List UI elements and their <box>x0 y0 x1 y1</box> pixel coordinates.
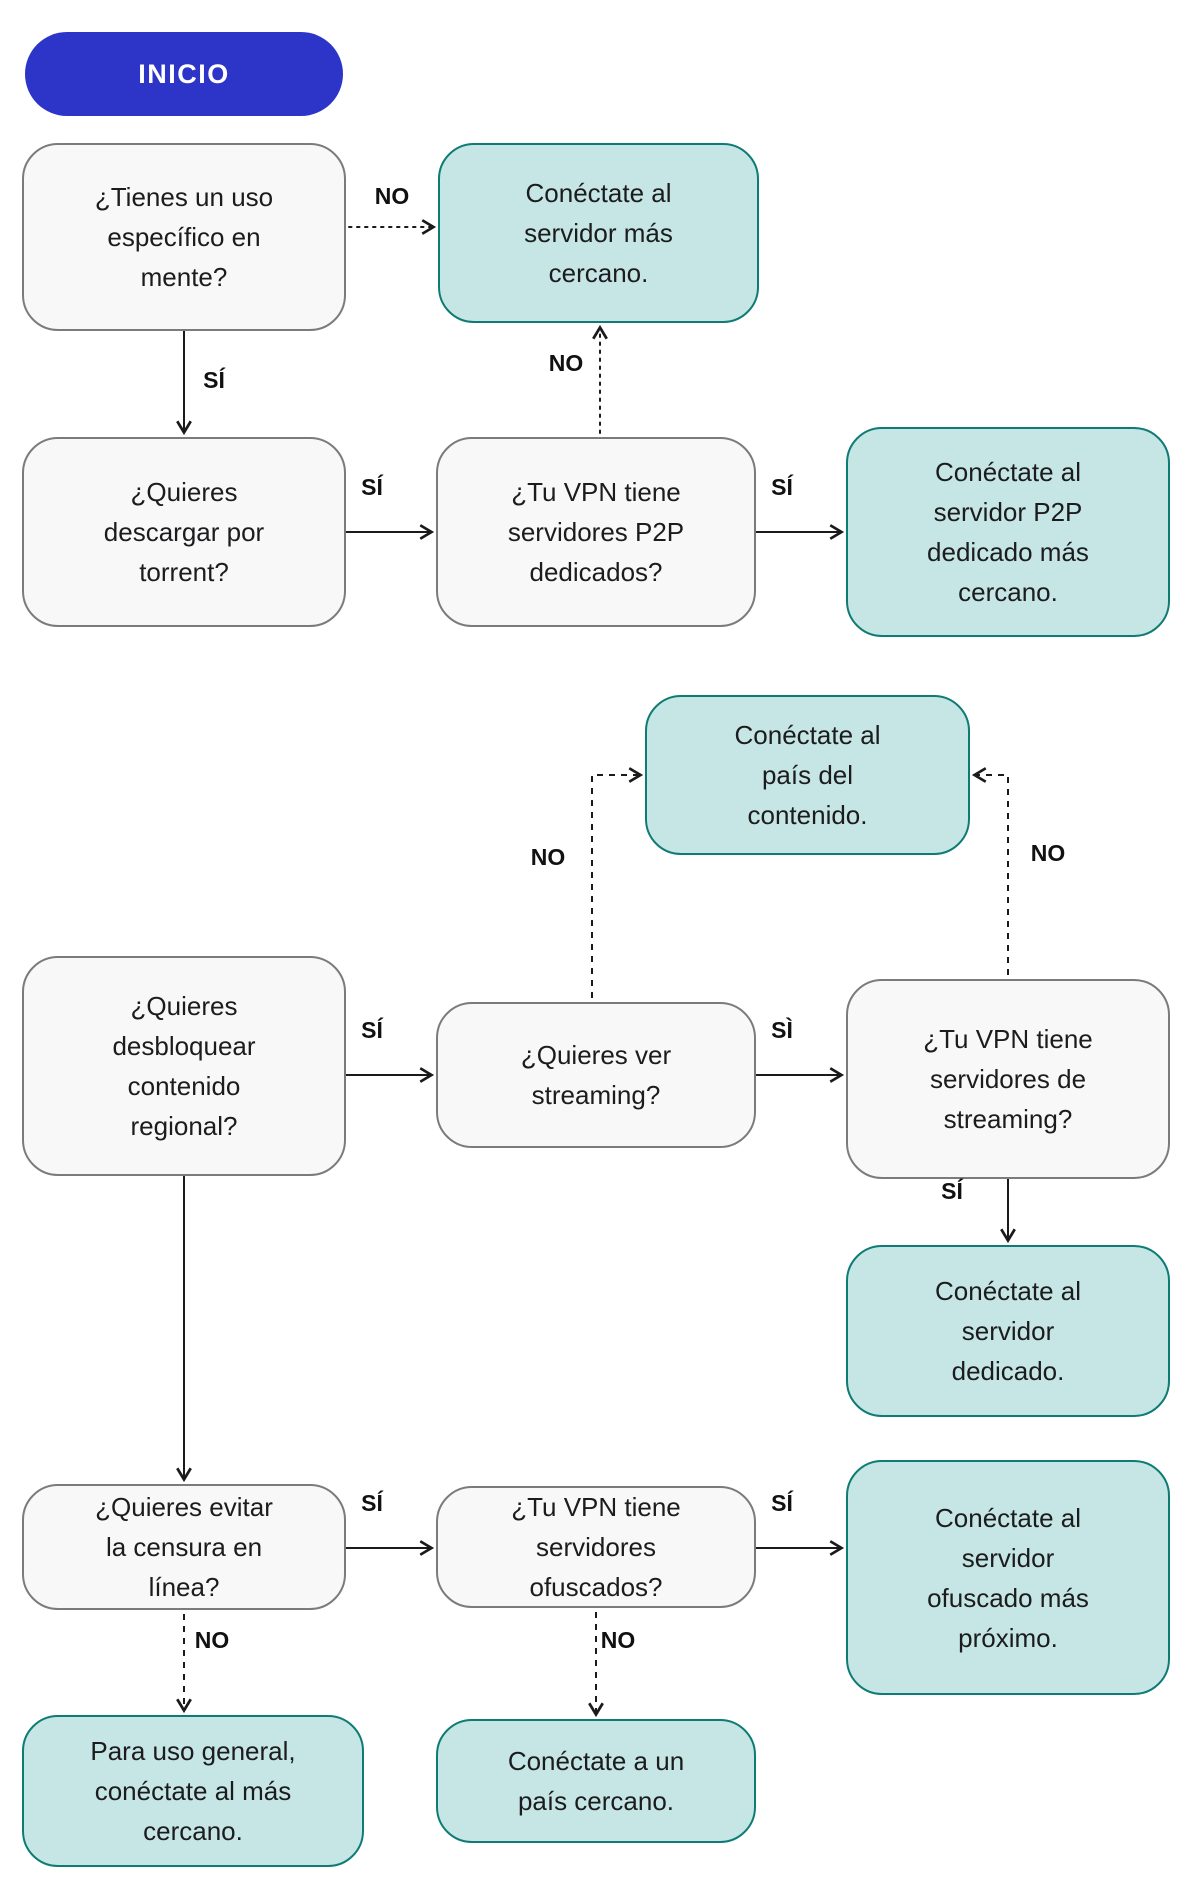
question-torrent: ¿Quieres descargar por torrent? <box>22 437 346 627</box>
edge-label-q8-si: SÍ <box>771 1490 793 1516</box>
answer-nearest-server: Conéctate al servidor más cercano. <box>438 143 759 323</box>
edge-label-q6-no: NO <box>1030 840 1066 866</box>
edge-label-q1-si: SÍ <box>203 367 225 393</box>
edge-label-q3-si: SÍ <box>771 474 793 500</box>
answer-nearby-country: Conéctate a un país cercano. <box>436 1719 756 1843</box>
edge-label-q2-si: SÍ <box>361 474 383 500</box>
edge-label-q8-no: NO <box>600 1627 636 1653</box>
question-streaming: ¿Quieres ver streaming? <box>436 1002 756 1148</box>
edge-label-q4-si: SÍ <box>361 1017 383 1043</box>
answer-obfuscated-server: Conéctate al servidor ofuscado más próxi… <box>846 1460 1170 1695</box>
answer-p2p-server: Conéctate al servidor P2P dedicado más c… <box>846 427 1170 637</box>
edge-q6-a3 <box>971 767 1009 975</box>
answer-content-country: Conéctate al país del contenido. <box>645 695 970 855</box>
question-obfuscated-servers: ¿Tu VPN tiene servidores ofuscados? <box>436 1486 756 1608</box>
question-specific-use: ¿Tienes un uso específico en mente? <box>22 143 346 331</box>
question-streaming-servers: ¿Tu VPN tiene servidores de streaming? <box>846 979 1170 1179</box>
edge-label-q6-si: SÍ <box>941 1178 963 1204</box>
answer-general-use: Para uso general, conéctate al más cerca… <box>22 1715 364 1867</box>
edge-label-q7-si: SÍ <box>361 1490 383 1516</box>
edge-label-q3-no: NO <box>548 350 584 376</box>
question-unlock-regional: ¿Quieres desbloquear contenido regional? <box>22 956 346 1176</box>
edge-label-q7-no: NO <box>194 1627 230 1653</box>
question-censorship: ¿Quieres evitar la censura en línea? <box>22 1484 346 1610</box>
question-p2p-servers: ¿Tu VPN tiene servidores P2P dedicados? <box>436 437 756 627</box>
edge-label-q5-no: NO <box>530 844 566 870</box>
start-pill: INICIO <box>25 32 343 116</box>
edge-label-q1-no: NO <box>374 183 410 209</box>
edge-label-q5-si: SÌ <box>771 1017 793 1043</box>
answer-dedicated-server: Conéctate al servidor dedicado. <box>846 1245 1170 1417</box>
edge-q5-a3 <box>591 767 644 998</box>
